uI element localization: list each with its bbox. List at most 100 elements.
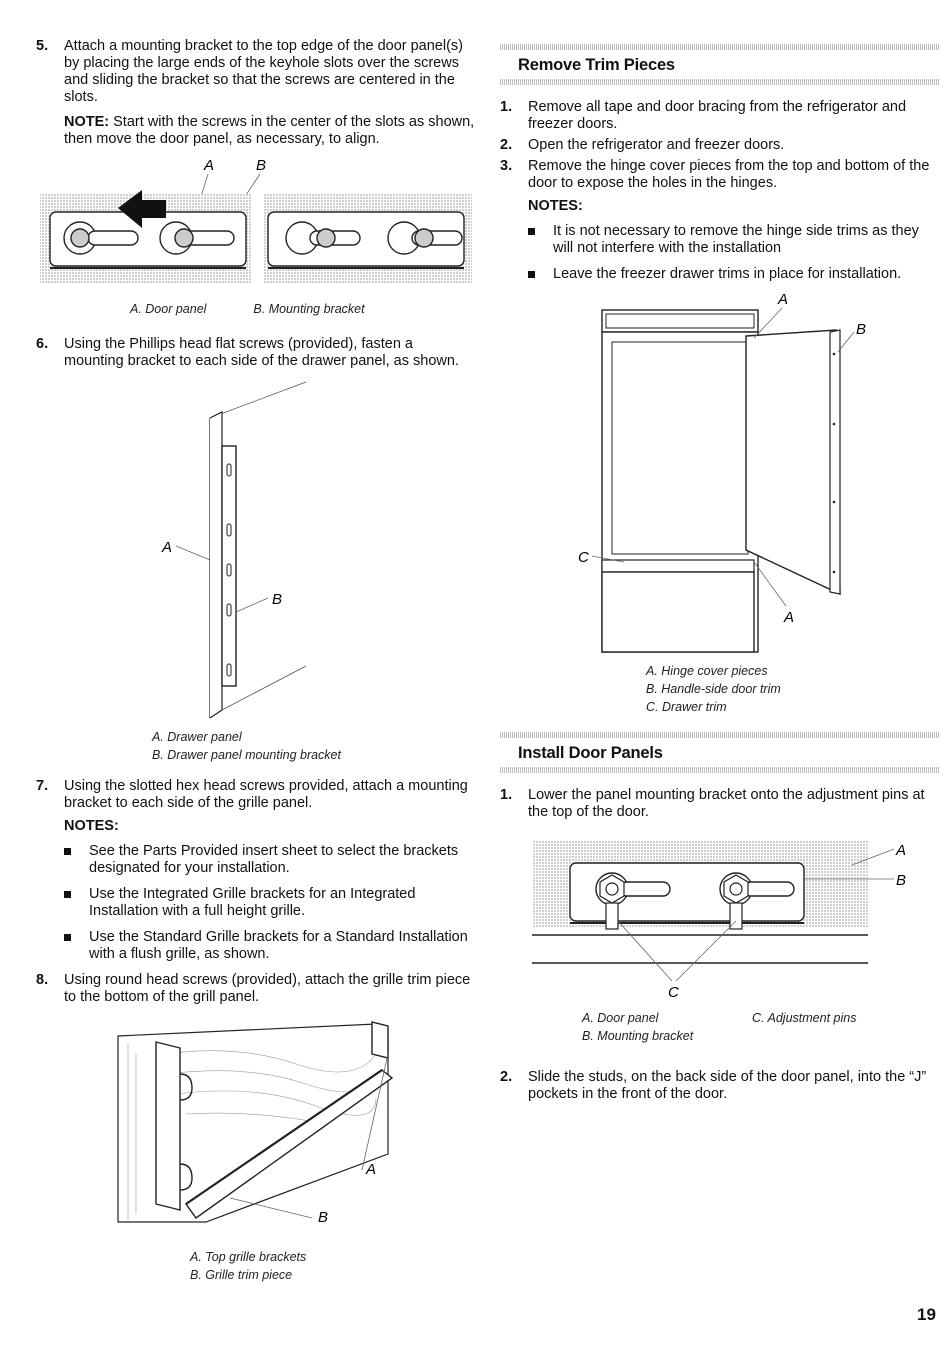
step-number: 1. <box>500 787 513 803</box>
grille-inset <box>605 313 755 329</box>
open-refrigerator-door <box>745 329 841 596</box>
step-text: Slide the studs, on the back side of the… <box>528 1069 927 1102</box>
step-5: 5. Attach a mounting bracket to the top … <box>36 38 476 148</box>
bracket-slots <box>226 463 232 677</box>
notes-heading: NOTES: <box>64 818 119 834</box>
section-header: Remove Trim Pieces <box>500 44 940 85</box>
note-text: Start with the screws in the center of t… <box>64 114 475 147</box>
figure-label-b: B <box>896 872 906 889</box>
step-1: 1. Lower the panel mounting bracket onto… <box>500 787 940 821</box>
step-1: 1. Remove all tape and door bracing from… <box>500 99 940 133</box>
step-number: 7. <box>36 778 49 794</box>
caption-c: C. Drawer trim <box>646 700 727 714</box>
leader-line-a <box>851 848 895 866</box>
leader-line-a <box>175 545 211 561</box>
caption-b: B. Drawer panel mounting bracket <box>152 748 341 762</box>
note-bullet: See the Parts Provided insert sheet to s… <box>64 843 476 877</box>
step-text: Open the refrigerator and freezer doors. <box>528 137 785 153</box>
section-title: Remove Trim Pieces <box>518 56 675 74</box>
figure-label-b: B <box>856 321 866 338</box>
section-header: Install Door Panels <box>500 732 940 773</box>
top-grille-bracket-left <box>155 1041 181 1211</box>
step-3: 3. Remove the hinge cover pieces from th… <box>500 158 940 215</box>
header-hatch-rule <box>500 44 940 50</box>
bracket-hook-upper <box>179 1073 193 1101</box>
figure-caption: A. Drawer panel B. Drawer panel mounting… <box>152 728 476 764</box>
step-6: 6. Using the Phillips head flat screws (… <box>36 336 476 370</box>
figure-label-a: A <box>365 1161 376 1178</box>
figure-label-b: B <box>256 157 266 174</box>
notes-heading: NOTES: <box>528 198 583 214</box>
right-column: Remove Trim Pieces 1. Remove all tape an… <box>500 38 940 1107</box>
freezer-drawer <box>601 571 755 653</box>
note-bullet: Use the Standard Grille brackets for a S… <box>64 929 476 963</box>
caption-b: B. Handle-side door trim <box>646 682 781 696</box>
step-note: NOTE: Start with the screws in the cente… <box>64 114 476 148</box>
figure-label-a: A <box>161 539 172 556</box>
step-2: 2. Open the refrigerator and freezer doo… <box>500 137 940 154</box>
figure-caption: A. Door panel B. Mounting bracket <box>130 300 476 318</box>
leader-line-c-left <box>617 920 673 982</box>
leader-line-a-top <box>753 307 783 339</box>
caption-a: A. Top grille brackets <box>190 1250 307 1264</box>
figure-caption: A. Door panel B. Mounting bracket C. Adj… <box>500 1009 940 1053</box>
drawer-panel-mounting-bracket <box>221 445 237 687</box>
figure-caption: A. Top grille brackets B. Grille trim pi… <box>190 1248 476 1284</box>
panel-bottom-edge <box>221 665 307 711</box>
step-8: 8. Using round head screws (provided), a… <box>36 972 476 1006</box>
step-number: 8. <box>36 972 49 988</box>
note-bullet: Use the Integrated Grille brackets for a… <box>64 886 476 920</box>
note-label: NOTE: <box>64 114 110 130</box>
panel-top-edge <box>209 381 307 419</box>
step-text: Lower the panel mounting bracket onto th… <box>528 787 925 820</box>
step-text: Using the Phillips head flat screws (pro… <box>64 336 459 369</box>
step-7: 7. Using the slotted hex head screws pro… <box>36 778 476 835</box>
leader-line-b <box>837 331 855 353</box>
caption-b: B. Mounting bracket <box>253 302 365 316</box>
step-number: 1. <box>500 99 513 115</box>
step-text: Attach a mounting bracket to the top edg… <box>64 38 464 105</box>
step-text: Remove all tape and door bracing from th… <box>528 99 907 132</box>
step-text: Remove the hinge cover pieces from the t… <box>528 158 930 191</box>
step-text: Using round head screws (provided), atta… <box>64 972 471 1005</box>
caption-a: A. Door panel <box>582 1011 659 1025</box>
figure-label-b: B <box>272 591 282 608</box>
figure-label-b: B <box>318 1209 328 1226</box>
caption-b: B. Mounting bracket <box>582 1029 694 1043</box>
step-number: 5. <box>36 38 49 54</box>
leader-line-a <box>361 1053 389 1171</box>
left-arrow-icon <box>118 190 166 228</box>
leader-line-b <box>235 597 269 613</box>
step-number: 3. <box>500 158 513 174</box>
adjustment-pins <box>599 874 749 930</box>
figure-label-a-bottom: A <box>783 609 794 626</box>
notes-list: It is not necessary to remove the hinge … <box>500 223 940 283</box>
step-number: 2. <box>500 1069 513 1085</box>
figure-caption: A. Hinge cover pieces B. Handle-side doo… <box>646 662 940 716</box>
caption-a: A. Door panel <box>130 302 207 316</box>
leader-line-b <box>229 1197 313 1219</box>
figure-label-c: C <box>668 984 679 1001</box>
step-2: 2. Slide the studs, on the back side of … <box>500 1069 940 1103</box>
top-grille-bracket-right <box>371 1021 389 1059</box>
caption-a: A. Hinge cover pieces <box>646 664 768 678</box>
panel-gap <box>251 194 263 284</box>
adjustment-pins-figure: A B C <box>532 841 906 1001</box>
caption-c: C. Adjustment pins <box>752 1011 857 1025</box>
top-grille <box>601 309 759 333</box>
caption-a: A. Drawer panel <box>152 730 242 744</box>
trim-edge <box>185 1069 383 1205</box>
drawer-trim <box>601 559 755 573</box>
left-column: 5. Attach a mounting bracket to the top … <box>36 38 476 1284</box>
notes-list: See the Parts Provided insert sheet to s… <box>36 843 476 963</box>
figure-label-c: C <box>578 549 589 566</box>
leader-line-c-right <box>675 920 737 982</box>
step-number: 6. <box>36 336 49 352</box>
handle-side-door-trim <box>829 329 841 595</box>
step-text: Using the slotted hex head screws provid… <box>64 778 468 811</box>
header-hatch-rule <box>500 732 940 738</box>
fresh-food-compartment <box>611 341 749 555</box>
header-hatch-rule <box>500 79 940 85</box>
keyhole-slots <box>63 221 463 255</box>
figure-label-a-top: A <box>777 292 788 308</box>
